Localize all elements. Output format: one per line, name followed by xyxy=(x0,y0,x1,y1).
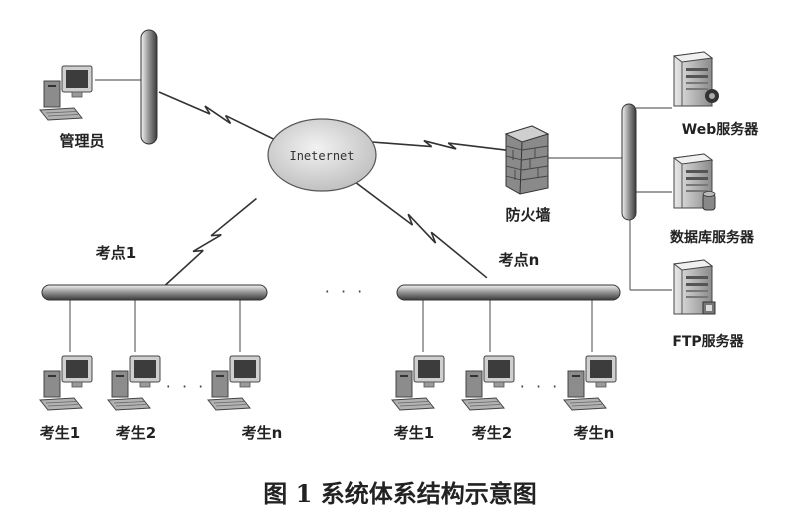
link-siten-internet xyxy=(354,178,490,280)
siten-student-ellipsis: · · · xyxy=(520,377,560,396)
internet-cloud xyxy=(267,118,377,192)
siten-studentn-label: 考生n xyxy=(574,424,615,442)
site1-student2-computer-icon xyxy=(107,355,161,411)
ftp-server-label: FTP服务器 xyxy=(672,333,744,350)
admin-backbone xyxy=(140,29,158,145)
link-internet-firewall xyxy=(372,138,508,153)
internet-label: Ineternet xyxy=(289,149,354,163)
site1-studentn-computer-icon xyxy=(207,355,261,411)
site1-student2-label: 考生2 xyxy=(116,424,156,442)
web-server-badge-icon xyxy=(705,89,719,103)
site1-label: 考点1 xyxy=(96,244,136,262)
link-admin-internet xyxy=(158,88,277,142)
admin-label: 管理员 xyxy=(59,132,104,150)
site1-student-ellipsis: · · · xyxy=(166,377,206,396)
firewall-icon xyxy=(504,125,550,195)
site1-bus xyxy=(41,284,268,301)
siten-bus xyxy=(396,284,621,301)
admin-computer-icon xyxy=(39,65,93,121)
server-backbone xyxy=(621,103,637,221)
sites-ellipsis: · · · xyxy=(325,282,365,301)
siten-student1-label: 考生1 xyxy=(394,424,434,442)
siten-studentn-computer-icon xyxy=(563,355,617,411)
firewall-label: 防火墙 xyxy=(505,206,550,224)
siten-student2-label: 考生2 xyxy=(472,424,512,442)
site1-studentn-label: 考生n xyxy=(242,424,283,442)
link-site1-internet xyxy=(156,195,258,292)
siten-student2-computer-icon xyxy=(461,355,515,411)
ftp-server-badge-icon xyxy=(702,301,716,315)
db-server-badge-icon xyxy=(702,191,716,211)
siten-label: 考点n xyxy=(499,251,540,269)
figure-caption: 图 1 系统体系结构示意图 xyxy=(263,479,537,508)
siten-student1-computer-icon xyxy=(391,355,445,411)
site1-student1-computer-icon xyxy=(39,355,93,411)
connection-lines xyxy=(69,79,672,352)
site1-student1-label: 考生1 xyxy=(40,424,80,442)
web-server-label: Web服务器 xyxy=(682,121,759,138)
db-server-label: 数据库服务器 xyxy=(670,229,755,246)
